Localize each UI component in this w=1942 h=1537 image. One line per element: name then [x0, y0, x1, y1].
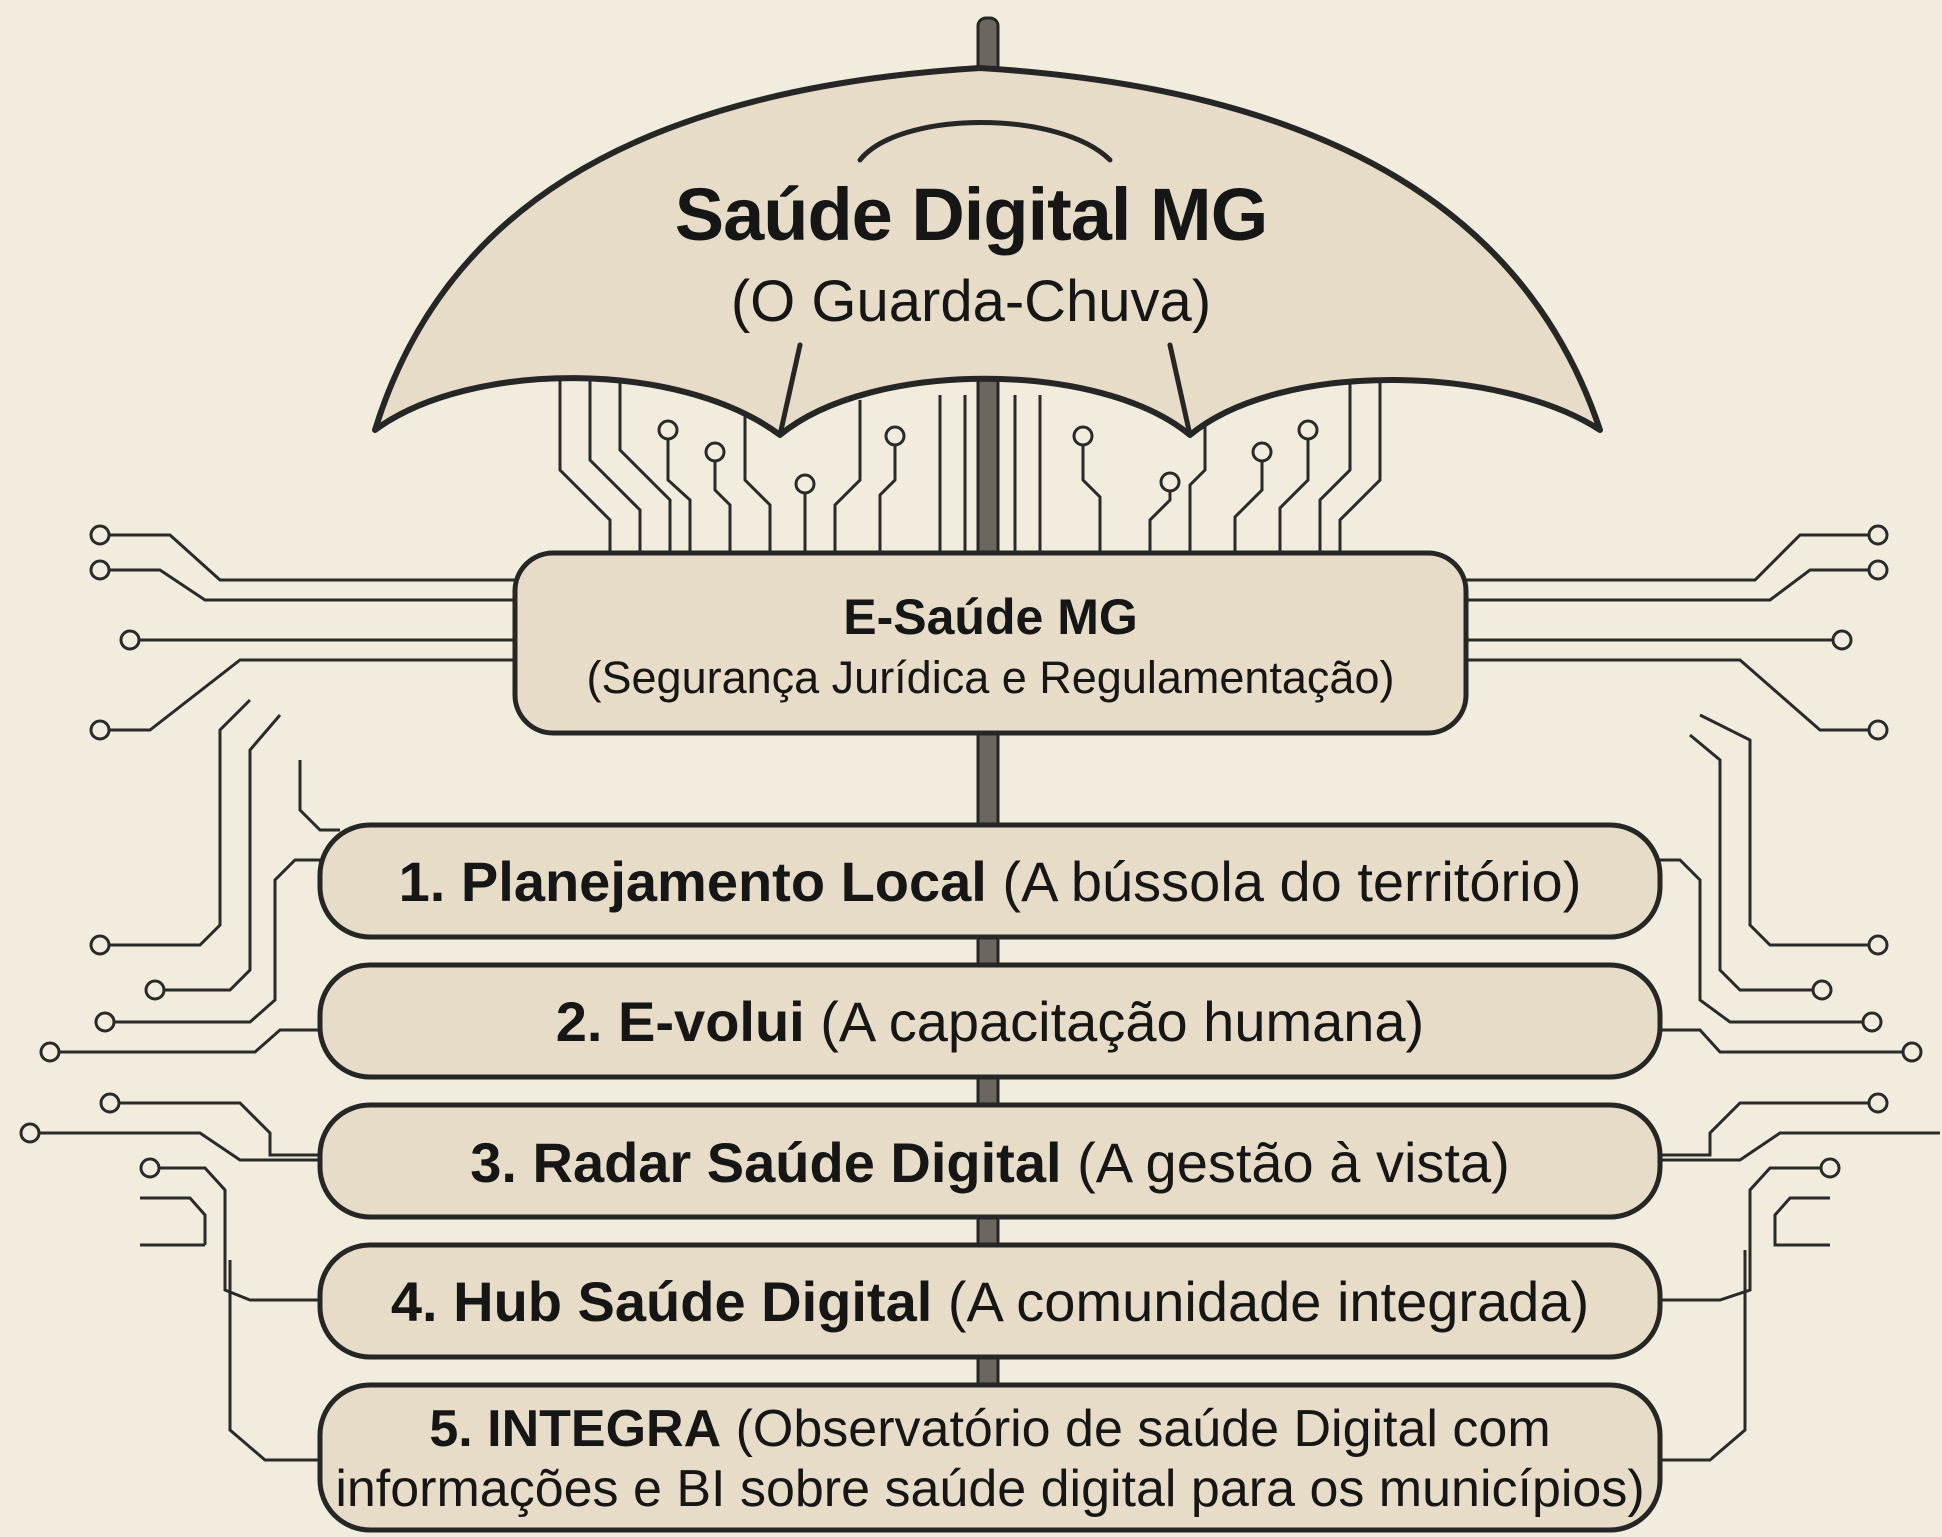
circuit-nodes-top [657, 419, 1319, 495]
pillar-5-desc: (Observatório de saúde Digital com [735, 1400, 1551, 1458]
pillar-4-label: 4. Hub Saúde Digital (A comunidade integ… [320, 1270, 1660, 1334]
pillar-4-desc: (A comunidade integrada) [947, 1270, 1590, 1333]
pillar-3-label: 3. Radar Saúde Digital (A gestão à vista… [320, 1131, 1660, 1195]
esaude-title: E-Saúde MG [843, 589, 1138, 645]
pillar-box-2 [317, 962, 1663, 1080]
circuit-nodes-left [19, 524, 166, 1179]
pillar-3-desc: (A gestão à vista) [1077, 1131, 1510, 1194]
pillar-box-4 [317, 1242, 1663, 1360]
circuit-nodes-right [1811, 524, 1923, 1179]
pillar-5-name: 5. INTEGRA [429, 1400, 722, 1458]
umbrella-title: Saúde Digital MG [674, 173, 1269, 256]
pillar-2-desc: (A capacitação humana) [820, 990, 1425, 1053]
umbrella-subtitle: (O Guarda-Chuva) [730, 269, 1212, 334]
pillar-2-label: 2. E-volui (A capacitação humana) [320, 990, 1660, 1054]
pillar-box-1 [317, 822, 1663, 940]
pillar-1-label: 1. Planejamento Local (A bússola do terr… [320, 850, 1660, 914]
circuit-traces-left [30, 533, 520, 1462]
esaude-subtitle: (Segurança Jurídica e Regulamentação) [586, 652, 1395, 703]
pillar-1-name: 1. Planejamento Local [398, 850, 987, 913]
esaude-box [512, 550, 1469, 736]
umbrella-ribs [777, 120, 1193, 438]
circuit-traces-right [1460, 533, 1940, 1462]
pillar-box-5 [317, 1382, 1663, 1533]
pillar-box-3 [317, 1102, 1663, 1220]
pillar-1-desc: (A bússola do território) [1002, 850, 1582, 913]
pillar-5-label: 5. INTEGRA (Observatório de saúde Digita… [320, 1400, 1660, 1458]
pillar-2-name: 2. E-volui [555, 990, 805, 1053]
pillar-3-name: 3. Radar Saúde Digital [470, 1131, 1062, 1194]
pillar-5-desc-line2: informações e BI sobre saúde digital par… [335, 1460, 1645, 1518]
umbrella-canopy [372, 65, 1603, 438]
circuit-traces-top [558, 380, 1382, 560]
pillar-boxes [317, 822, 1663, 1533]
pillar-4-name: 4. Hub Saúde Digital [390, 1270, 933, 1333]
